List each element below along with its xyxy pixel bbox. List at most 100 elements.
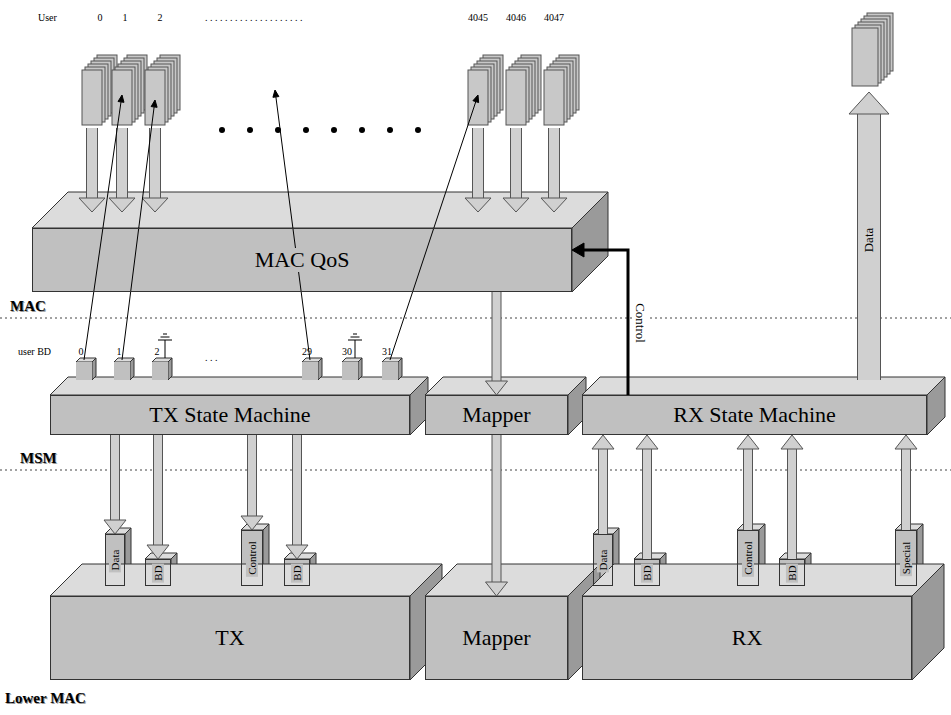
queue-arrow [541, 128, 567, 212]
arrow-head [473, 95, 479, 103]
top-face [50, 377, 428, 395]
arrow-shaft-outline [153, 435, 163, 545]
arrow-shaft-outline [857, 114, 881, 380]
arrow-shaft-outline [787, 449, 797, 559]
box-faces [32, 192, 945, 680]
arrow-head [895, 435, 917, 449]
ground-symbol [158, 334, 172, 358]
text-group: Control [246, 539, 258, 577]
box-text: TX State Machine [147, 403, 312, 427]
queue-arrow [79, 128, 105, 212]
arrow-shaft [154, 435, 162, 545]
connectors [104, 243, 917, 596]
text-label: 1 [117, 346, 122, 357]
ellipsis-dot [359, 127, 365, 133]
arrow-head [142, 198, 168, 212]
text-label: Lower MAC [5, 690, 86, 707]
buffer-block: BD [284, 559, 310, 586]
arrow-shaft [549, 128, 559, 198]
buffer-block: Control [241, 530, 263, 586]
arrow-head [79, 198, 105, 212]
layer-divider [0, 318, 951, 319]
queue-arrow [109, 128, 135, 212]
buffer-block: BD [779, 559, 805, 586]
queue-stack [852, 13, 893, 86]
text-label: 0 [98, 12, 103, 23]
arrow-shaft [111, 435, 119, 520]
queue-entry [112, 70, 132, 125]
ellipsis-dot [303, 127, 309, 133]
text-group: BD [641, 563, 653, 582]
arrow-shaft [150, 128, 160, 198]
text-group: BD [786, 563, 798, 582]
text-label: User [38, 12, 57, 23]
text-group: Special [900, 540, 912, 576]
user-bd-box [302, 358, 322, 380]
front-face [32, 228, 572, 292]
box-shape [582, 377, 945, 435]
arrow-head [486, 381, 508, 395]
box-faces [50, 377, 428, 435]
box-faces [50, 564, 442, 680]
arrow-shaft-outline [110, 435, 120, 520]
front-face [342, 362, 358, 380]
box-text: RX State Machine [671, 403, 838, 427]
front-face [582, 596, 912, 680]
arrow-shaft [584, 250, 628, 395]
arrow-shaft [902, 449, 910, 530]
data-arrow [241, 435, 263, 530]
text-group: BD [152, 563, 164, 582]
arrow-shaft [293, 435, 301, 545]
front-face [50, 596, 410, 680]
text-label: . . . . . . . . . . . . . . . . . . . . [205, 12, 303, 23]
box-text: RX [730, 626, 765, 650]
box-shape [582, 564, 944, 680]
arrow-head [541, 198, 567, 212]
data-arrow [104, 435, 126, 534]
data-arrow [486, 435, 508, 596]
process-box: Mapper [425, 395, 568, 435]
arrow-shaft [122, 107, 154, 360]
text-label: 29 [302, 346, 312, 357]
arrow-shaft [390, 102, 476, 360]
queue-entry [82, 70, 102, 125]
text-group: Control [742, 539, 754, 577]
arrow-shaft-outline [492, 292, 502, 381]
box-faces [32, 192, 608, 292]
arrow-shaft [117, 128, 127, 198]
box-text: BD [786, 563, 798, 582]
front-face [382, 362, 398, 380]
arrow-head [592, 435, 614, 449]
arrow-head [273, 90, 279, 97]
arrow-head [118, 95, 124, 102]
data-arrow [781, 435, 803, 559]
process-box: TX State Machine [50, 395, 410, 435]
arrow-head [241, 516, 263, 530]
arrow-shaft-outline [116, 128, 128, 198]
edge-label: Control [633, 301, 647, 345]
text-label: 1 [123, 12, 128, 23]
text-label: 4045 [468, 12, 488, 23]
box-shape [425, 564, 600, 680]
box-text: Special [900, 540, 912, 576]
process-box: TX [50, 596, 410, 680]
front-face [425, 395, 568, 435]
process-box: RX [582, 596, 912, 680]
side-face [130, 358, 134, 380]
box-text: Data [597, 548, 609, 573]
queue-arrow [465, 128, 491, 212]
side-face [398, 358, 402, 380]
front-face [76, 362, 92, 380]
process-box: Mapper [425, 596, 568, 680]
arrow-shaft [643, 449, 651, 559]
front-face [582, 395, 927, 435]
arrow-shaft-outline [642, 449, 652, 559]
box-text: TX [213, 626, 246, 650]
text-group: MAC QoS [253, 248, 352, 272]
arrow-shaft-outline [86, 128, 98, 198]
front-face [425, 596, 568, 680]
text-label: 2 [155, 346, 160, 357]
side-face [927, 377, 945, 435]
